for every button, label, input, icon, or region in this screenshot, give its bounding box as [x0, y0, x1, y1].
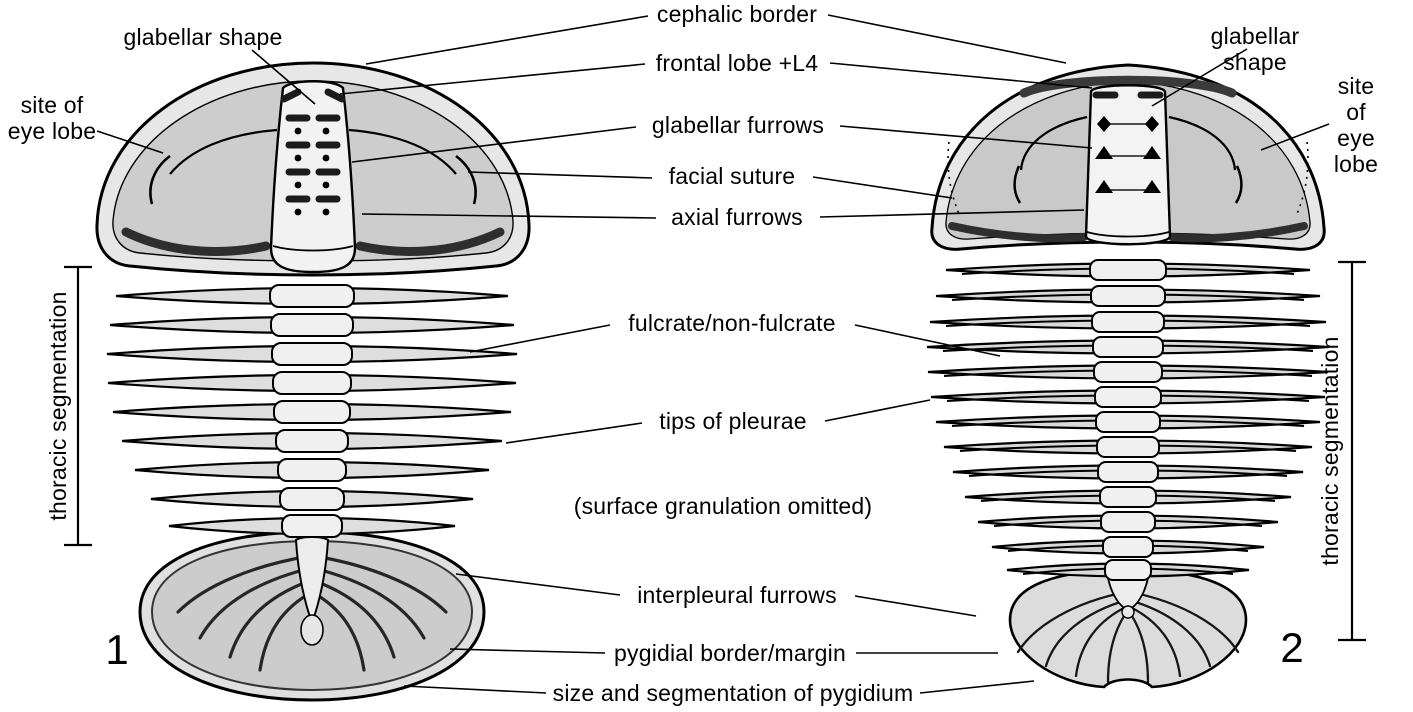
leader-glabellar-shape-left [251, 49, 316, 105]
label-frontal-lobe-l4: frontal lobe +L4 [655, 50, 819, 76]
label-glabellar-furrows: glabellar furrows [651, 112, 825, 138]
trilobite-1-illustration [95, 61, 531, 702]
leader-interpleural-left [455, 573, 621, 596]
leader-size-pygidium-right [919, 680, 1035, 694]
leader-axial-furrows-right [819, 209, 1085, 218]
label-surface-granulation: (surface granulation omitted) [573, 493, 873, 519]
label-pygidial-border-margin: pygidial border/margin [614, 640, 846, 666]
leader-frontal-lobe-left [339, 63, 646, 95]
trilobite-1-pygidium [138, 530, 486, 702]
leader-size-pygidium-left [403, 685, 547, 694]
label-site-eye-lobe-right: site of eye lobe [1333, 73, 1379, 177]
leader-interpleural-right [854, 595, 977, 617]
label-size-segmentation-pygidium: size and segmentation of pygidium [552, 680, 914, 706]
leader-axial-furrows-left [361, 213, 657, 219]
thoracic-bracket-left [64, 265, 92, 547]
label-fulcrate-non-fulcrate: fulcrate/non-fulcrate [628, 310, 836, 336]
leader-facial-suture-left [467, 171, 653, 179]
leader-site-eye-lobe-right [1260, 123, 1330, 151]
label-thoracic-segmentation-left: thoracic segmentation [45, 291, 71, 521]
trilobite-1-cephalon [95, 61, 531, 277]
leader-cephalic-border-right [827, 14, 1067, 64]
leader-glabellar-furrows-left [351, 126, 637, 163]
leader-glabellar-shape-right [1151, 48, 1248, 107]
trilobite-1-thorax [106, 286, 518, 536]
leader-lines [96, 14, 1330, 694]
figure-2-number: 2 [1280, 624, 1304, 671]
trilobite-2-thorax [926, 262, 1330, 578]
trilobite-2-cephalon [930, 63, 1326, 251]
leader-fulcrate-left [469, 324, 611, 353]
label-axial-furrows: axial furrows [671, 204, 803, 230]
leader-site-eye-lobe-left [96, 130, 164, 154]
trilobite-2-illustration [926, 63, 1330, 689]
trilobite-2-axial-rings [1089, 259, 1167, 581]
label-glabellar-shape-left: glabellar shape [123, 24, 283, 50]
leader-pygidial-border-left [449, 648, 606, 654]
label-interpleural-furrows: interpleural furrows [637, 582, 837, 608]
label-glabellar-shape-right: glabellar shape [1210, 23, 1300, 75]
leader-facial-suture-right [812, 176, 953, 199]
leader-cephalic-border-left [365, 15, 649, 65]
thoracic-bracket-right [1338, 260, 1366, 642]
label-facial-suture: facial suture [668, 163, 796, 189]
label-thoracic-segmentation-right: thoracic segmentation [1317, 336, 1343, 566]
label-cephalic-border: cephalic border [656, 1, 818, 27]
leader-frontal-lobe-right [829, 62, 1093, 89]
figure-1-number: 1 [105, 626, 129, 673]
leader-tips-pleurae-left [505, 422, 643, 444]
leader-tips-pleurae-right [824, 399, 931, 422]
trilobite-2-pygidium [1008, 568, 1248, 689]
trilobite-1-axial-rings [269, 284, 355, 538]
leader-fulcrate-right [854, 324, 1001, 357]
label-site-eye-lobe-left: site of eye lobe [7, 92, 97, 144]
label-tips-of-pleurae: tips of pleurae [659, 408, 807, 434]
leader-glabellar-furrows-right [839, 125, 1093, 149]
